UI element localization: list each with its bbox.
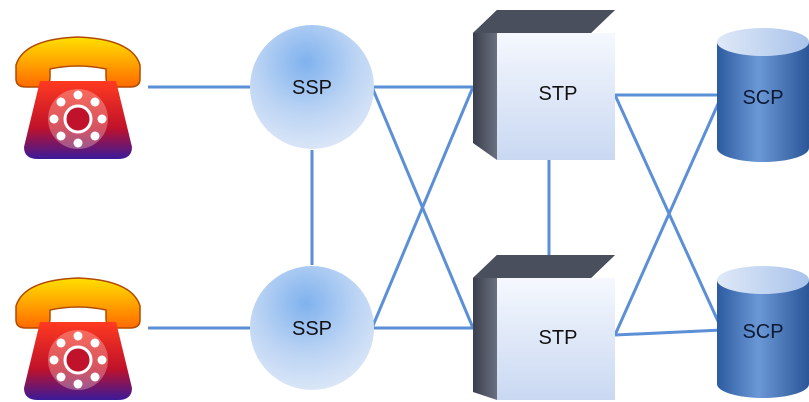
- link-stp-bottom-scp-top: [613, 94, 724, 336]
- ssp-top-label: SSP: [292, 77, 332, 99]
- scp-node-top: SCP: [717, 28, 809, 162]
- telephone-icon: [15, 36, 141, 159]
- ssp-bottom-label: SSP: [292, 318, 332, 340]
- telephone-icon: [15, 277, 141, 400]
- ssp-node-bottom: SSP: [250, 266, 374, 390]
- link-ssp-bottom-stp-top: [370, 86, 475, 329]
- stp-node-bottom: STP: [473, 255, 615, 400]
- ssp-node-top: SSP: [250, 25, 374, 149]
- scp-node-bottom: SCP: [717, 266, 809, 398]
- stp-top-label: STP: [539, 83, 578, 105]
- links: [148, 85, 724, 337]
- scp-bottom-label: SCP: [742, 321, 783, 343]
- scp-top-label: SCP: [742, 87, 783, 109]
- link-stp-bottom-scp-bottom: [614, 328, 723, 337]
- stp-node-top: STP: [473, 10, 615, 160]
- stp-bottom-label: STP: [539, 327, 578, 349]
